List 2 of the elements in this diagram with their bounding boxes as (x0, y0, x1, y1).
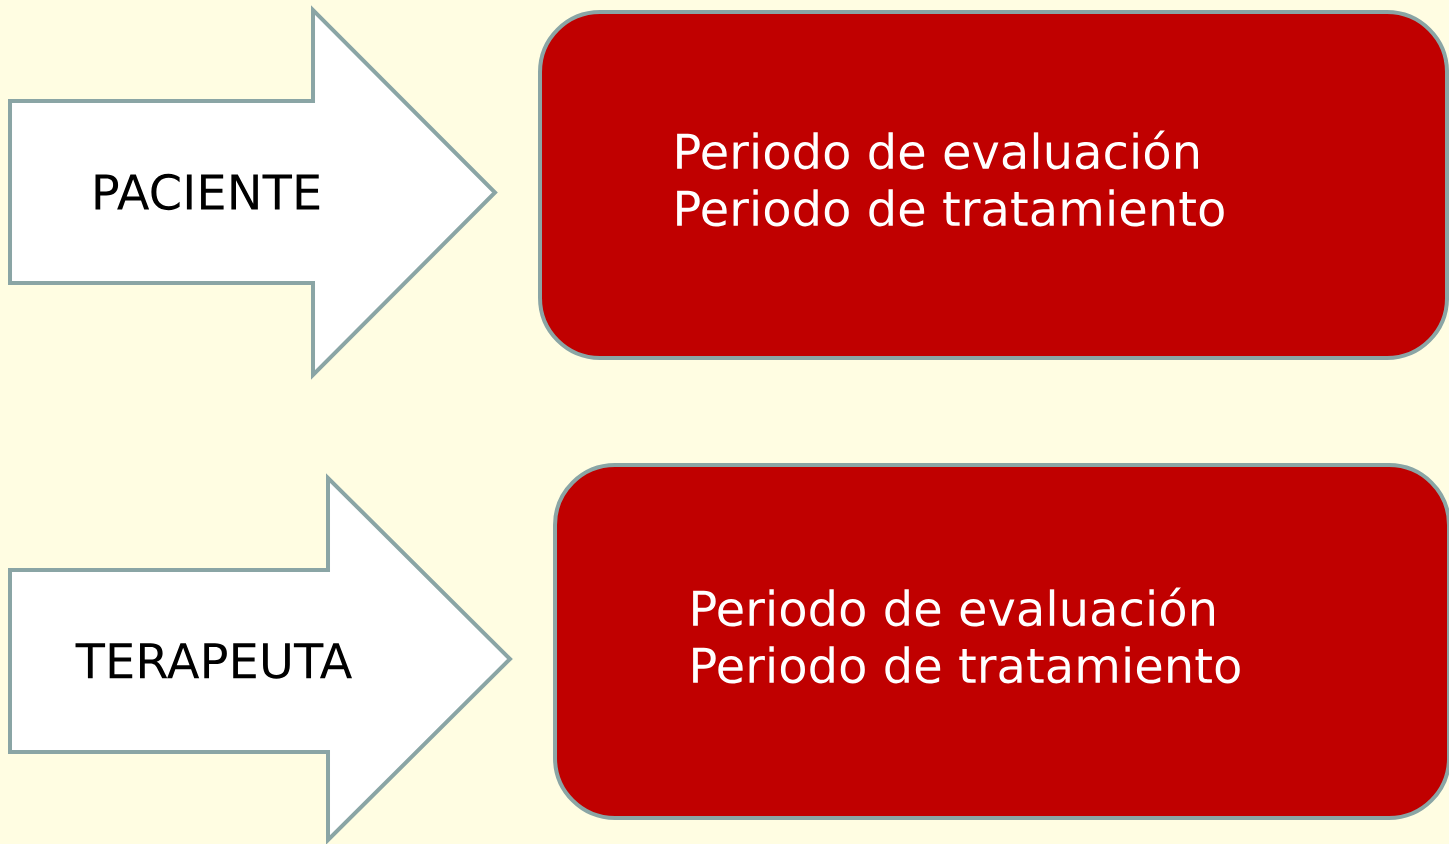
rounded-box: Periodo de evaluación Periodo de tratamiento (538, 10, 1449, 360)
rounded-box: Periodo de evaluación Periodo de tratamiento (553, 463, 1449, 820)
